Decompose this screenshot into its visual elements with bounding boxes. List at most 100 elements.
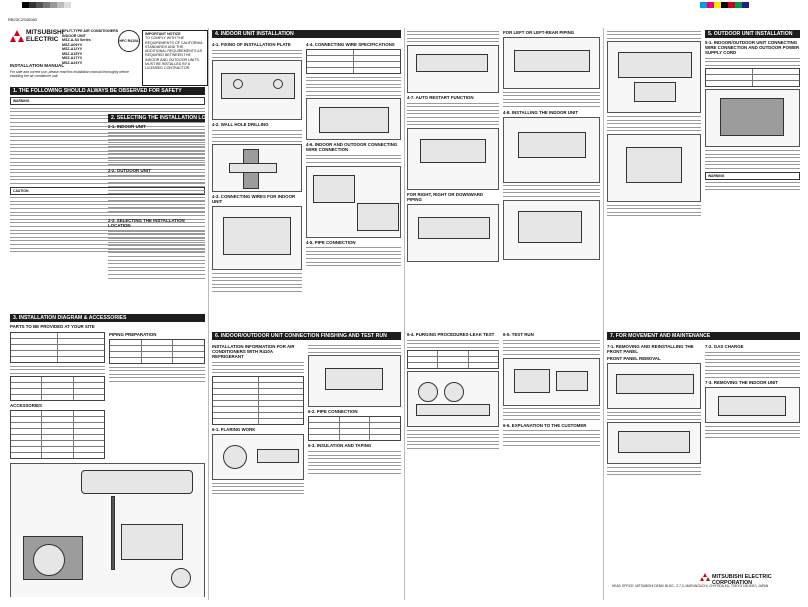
- parts-table: [10, 332, 105, 363]
- brand-logo: MITSUBISHI ELECTRIC: [10, 29, 64, 44]
- section-2-2-heading: 2-2. OUTDOOR UNIT: [108, 167, 151, 173]
- column-3-top: 4-7. AUTO RESTART FUNCTION FOR RIGHT, RI…: [407, 28, 600, 325]
- wire-connection-figure: [306, 98, 401, 141]
- test-run-figure: [503, 357, 600, 406]
- section-6-6-heading: 6-6. EXPLANATION TO THE CUSTOMER: [503, 422, 587, 428]
- refrigerant-pipe-table: [10, 376, 105, 402]
- parts-provided-heading: PARTS TO BE PROVIDED AT YOUR SITE: [10, 324, 95, 329]
- section-4-heading: 4. INDOOR UNIT INSTALLATION: [212, 30, 401, 38]
- section-7-heading: 7. FOR MOVEMENT AND MAINTENANCE: [607, 332, 800, 340]
- column-4-bottom: 7. FOR MOVEMENT AND MAINTENANCE 7-1. REM…: [607, 330, 800, 570]
- installation-diagram-figure: [10, 463, 205, 597]
- outdoor-spec-table: [705, 68, 800, 88]
- flare-drawing: [223, 444, 247, 469]
- section-7-2-heading: 7-2. GAS CHARGE: [705, 344, 744, 349]
- torque-table: [308, 416, 401, 442]
- wire-spec-table: [306, 49, 401, 74]
- important-notice-title: IMPORTANT NOTICE: [145, 32, 181, 36]
- unit-drawing: [518, 131, 586, 158]
- unit-type: INDOOR UNIT: [62, 33, 86, 38]
- column-4-top: 5. OUTDOOR UNIT INSTALLATION 5-1. INDOOR…: [607, 28, 800, 325]
- section-4-7-heading: 4-7. AUTO RESTART FUNCTION: [407, 94, 474, 100]
- remove-unit-figure: [705, 387, 800, 424]
- switch-drawing: [556, 370, 588, 391]
- section-5-heading: 5. OUTDOOR UNIT INSTALLATION: [705, 30, 800, 38]
- hose-drawing: [416, 53, 488, 72]
- cover-drawing: [420, 138, 486, 163]
- pipe-drawing: [111, 496, 115, 571]
- gray-scale-bar: [22, 2, 71, 8]
- fan-grille-drawing: [33, 544, 65, 577]
- gauge-drawing: [444, 382, 464, 403]
- section-7-1-heading: 7-1. REMOVING AND REINSTALLING THE FRONT…: [607, 344, 694, 354]
- model-1: MSZ-A09YV: [62, 42, 83, 47]
- unit-drawing: [618, 52, 692, 79]
- three-diamonds-logo-icon: [10, 30, 24, 43]
- r410a-tool-table: [212, 375, 304, 425]
- section-6-1-heading: 6-1. FLARING WORK: [212, 426, 256, 432]
- model-2: MSZ-A12YV: [62, 47, 83, 51]
- column-2-top: 4. INDOOR UNIT INSTALLATION 4-1. FIXING …: [212, 28, 401, 325]
- outdoor-warning-box: WARNING: [705, 171, 800, 180]
- hole-drawing: [233, 79, 243, 90]
- manual-title: INSTALLATION MANUAL: [10, 63, 65, 68]
- purging-table: [407, 350, 499, 370]
- unit-drawing: [313, 174, 355, 203]
- outdoor-terminal-figure: [705, 89, 800, 148]
- left-pipes-heading: FOR LEFT OR LEFT-REAR PIPING: [503, 30, 575, 35]
- outdoor-unit-drawing: [720, 98, 784, 137]
- section-4-2-heading: 4-2. WALL HOLE DRILLING: [212, 122, 269, 128]
- document-code: RB23C2S40060: [8, 17, 37, 22]
- front-panel-figure: [607, 363, 701, 409]
- section-2-3-heading: 2-3. SELECTING THE INSTALLATION LOCATION: [108, 218, 185, 229]
- caution-box: CAUTION: [10, 186, 205, 195]
- section-4-1-heading: 4-1. FIXING OF INSTALLATION PLATE: [212, 42, 291, 47]
- unit-drawing: [718, 396, 786, 417]
- section-6-3-heading: 6-3. INSULATION AND TAPING: [308, 443, 372, 449]
- column-divider: [208, 28, 209, 600]
- section-6-2-heading: 6-2. PIPE CONNECTION: [308, 409, 358, 415]
- hooking-figure: [503, 116, 600, 183]
- terminal-block-drawing: [319, 107, 389, 134]
- unit-drawing: [514, 50, 590, 72]
- drain-hose-figure: [407, 44, 499, 93]
- panel-install-figure: [607, 422, 701, 465]
- model-4: MSZ-A17YV: [62, 56, 83, 60]
- flaring-figure: [212, 433, 304, 480]
- section-4-4-heading: 4-4. CONNECTING WIRE SPECIFICATIONS: [306, 42, 395, 47]
- unit-drawing: [518, 210, 582, 243]
- section-6-4-heading: 6-4. PURGING PROCEDURES-LEAK TEST: [407, 332, 495, 337]
- section-3-heading: 3. INSTALLATION DIAGRAM & ACCESSORIES: [10, 314, 205, 322]
- section-6-heading: 6. INDOOR/OUTDOOR UNIT CONNECTION FINISH…: [212, 332, 401, 340]
- wall-hole-figure: [212, 144, 302, 193]
- plate-drawing: [221, 73, 295, 100]
- accessories-table: [10, 410, 105, 460]
- piping-table: [109, 339, 205, 364]
- section-4-6-heading: 4-6. INDOOR AND OUTDOOR CONNECTING WIRE …: [306, 142, 398, 153]
- column-1-bottom: 3. INSTALLATION DIAGRAM & ACCESSORIES PA…: [10, 312, 205, 597]
- column-3-bottom: 6-4. PURGING PROCEDURES-LEAK TEST 6-5. T…: [407, 330, 600, 598]
- column-2-bottom: 6. INDOOR/OUTDOOR UNIT CONNECTION FINISH…: [212, 330, 401, 598]
- pipe-cover-figure: [407, 127, 499, 190]
- column-divider: [603, 28, 604, 600]
- column-1-top: 1. THE FOLLOWING SHOULD ALWAYS BE OBSERV…: [10, 85, 205, 313]
- nut-drawing: [325, 368, 383, 391]
- three-diamonds-logo-icon: [700, 573, 710, 582]
- unit-fit-figure: [503, 199, 600, 260]
- unit-drawing: [626, 146, 682, 183]
- section-1-heading: 1. THE FOLLOWING SHOULD ALWAYS BE OBSERV…: [10, 87, 205, 95]
- column-1-right: 2. SELECTING THE INSTALLATION LOCATION 2…: [108, 112, 205, 317]
- brand-line2: ELECTRIC: [26, 35, 59, 43]
- product-type: SPLIT-TYPE AIR CONDITIONERS: [62, 29, 119, 33]
- remote-drawing: [514, 368, 550, 393]
- hole-drawing: [273, 79, 283, 90]
- for-user-note: For safe and correct use, please read th…: [10, 70, 129, 78]
- panel-drawing: [618, 431, 690, 454]
- manifold-drawing: [416, 404, 490, 417]
- section-5-1-heading: 5-1. INDOOR/OUTDOOR UNIT CONNECTING WIRE…: [705, 40, 800, 55]
- indoor-unit-hook-figure: [607, 41, 701, 114]
- gauge-drawing: [418, 382, 438, 403]
- clearance-box: [121, 524, 183, 561]
- section-4-8-heading: 4-8. INSTALLING THE INDOOR UNIT: [503, 109, 579, 115]
- warning-box: WARNING: [10, 97, 205, 105]
